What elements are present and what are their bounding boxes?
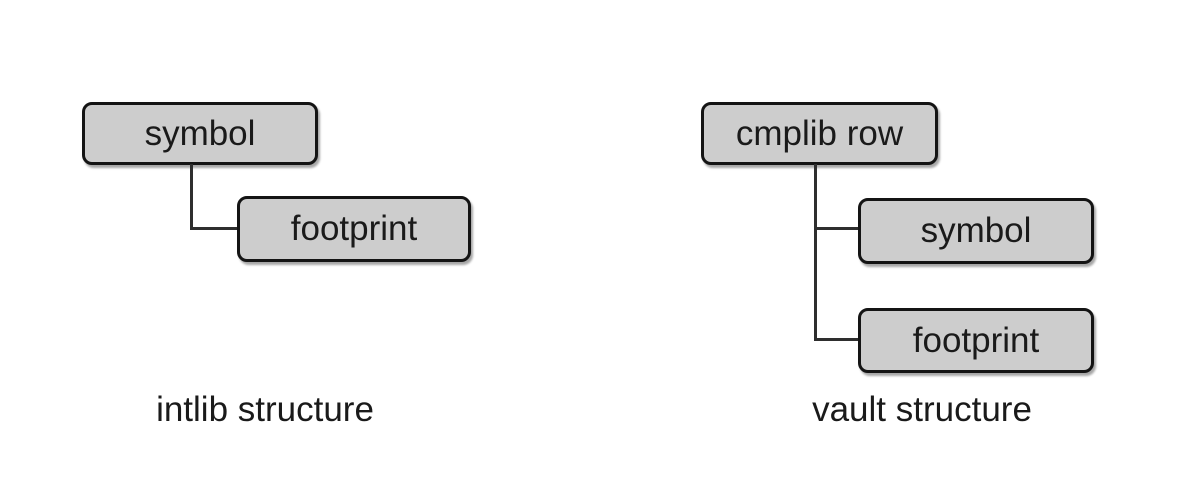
intlib-root-node: symbol: [82, 102, 318, 165]
vault-footprint-node: footprint: [858, 308, 1094, 373]
vault-root-node: cmplib row: [701, 102, 938, 165]
vault-connector-vertical: [814, 164, 817, 341]
intlib-caption: intlib structure: [156, 390, 374, 429]
intlib-footprint-label: footprint: [290, 209, 418, 248]
intlib-connector-vertical: [190, 164, 193, 230]
vault-root-label: cmplib row: [735, 113, 904, 153]
vault-symbol-node: symbol: [858, 198, 1094, 264]
intlib-connector-horizontal: [190, 227, 238, 230]
vault-footprint-label: footprint: [912, 320, 1040, 360]
vault-caption: vault structure: [812, 390, 1032, 429]
intlib-root-label: symbol: [144, 113, 256, 153]
vault-connector-horizontal-symbol: [814, 227, 859, 230]
intlib-footprint-node: footprint: [237, 196, 471, 262]
vault-connector-horizontal-footprint: [814, 338, 859, 341]
vault-symbol-label: symbol: [920, 211, 1032, 250]
